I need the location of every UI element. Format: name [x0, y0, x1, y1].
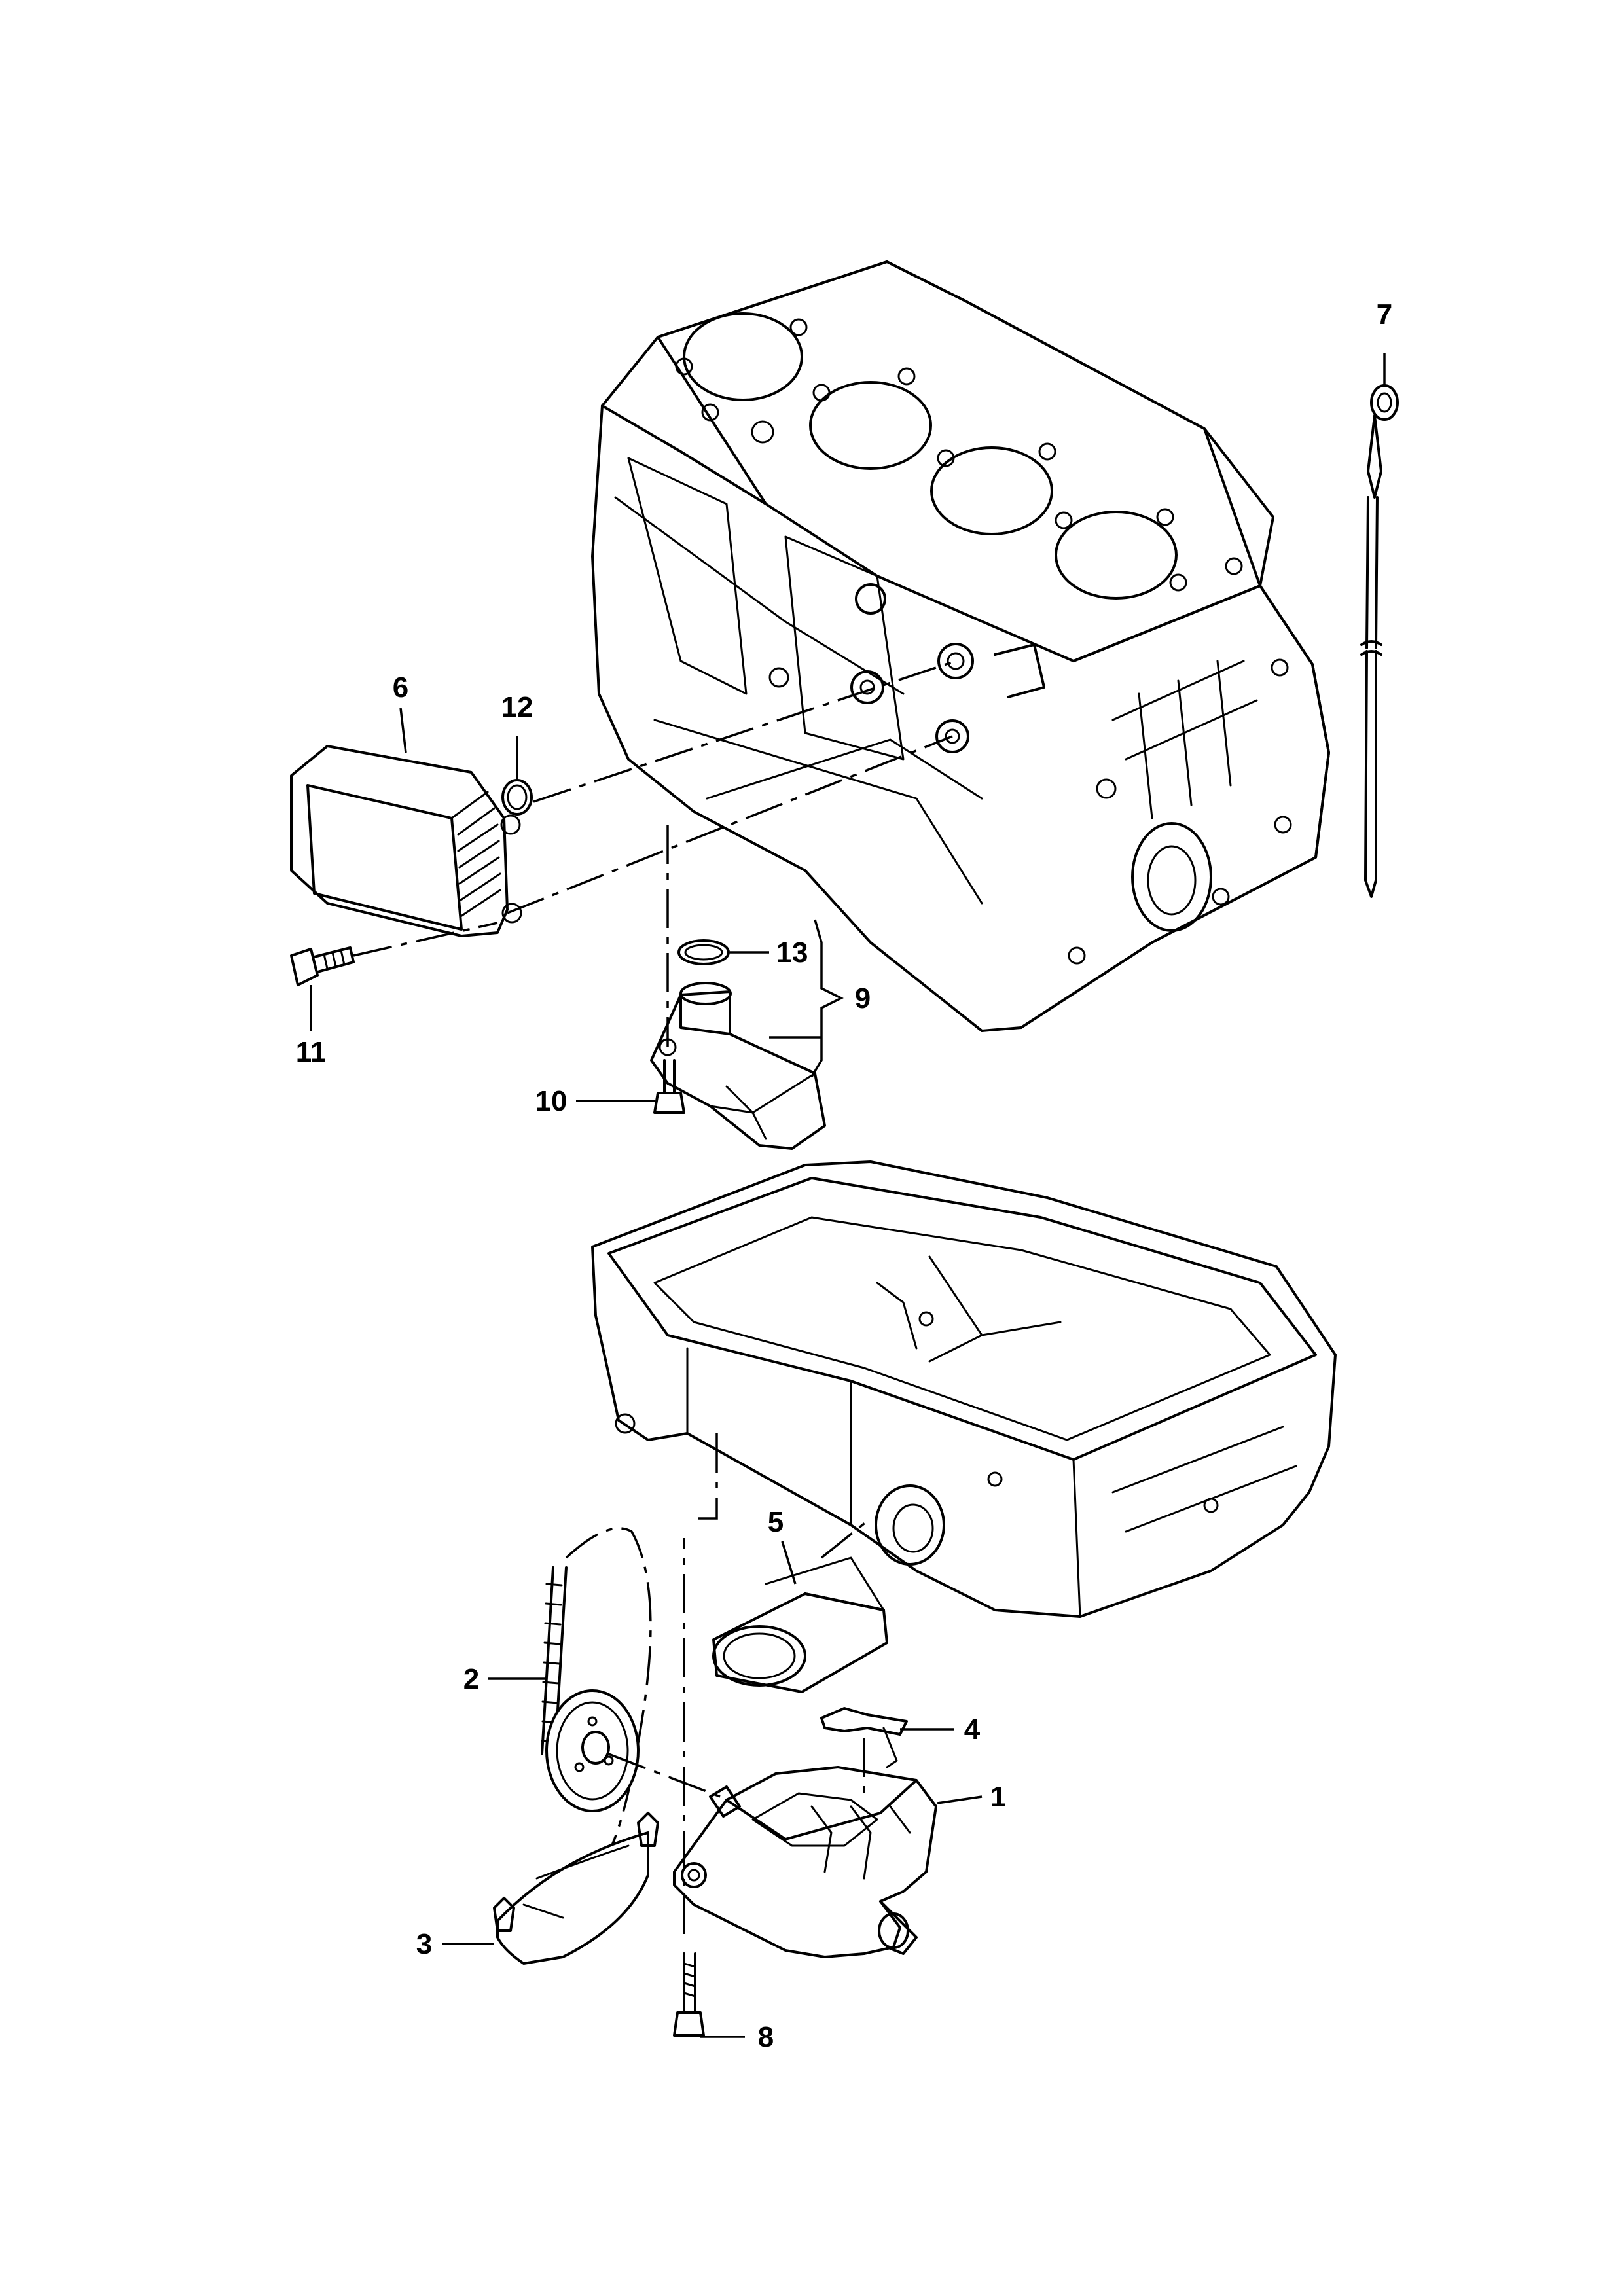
chain-cover-3 [493, 1812, 659, 1965]
callout-5: 5 [768, 1506, 784, 1538]
oil-pump [673, 1766, 937, 1958]
callout-10: 10 [535, 1085, 568, 1117]
sprocket [545, 1689, 640, 1812]
callout-1: 1 [990, 1781, 1006, 1813]
bolt-11 [290, 946, 355, 986]
bolt-10 [653, 1059, 685, 1114]
callout-12: 12 [501, 691, 533, 723]
engine-block [591, 260, 1330, 1032]
oil-pan [591, 1160, 1337, 1618]
callout-11: 11 [296, 1036, 327, 1068]
leader-lines [310, 353, 1386, 2038]
clip-4 [820, 1707, 908, 1768]
dipstick [1360, 384, 1399, 898]
oil-filter [712, 1556, 888, 1693]
callout-6: 6 [393, 672, 408, 704]
callout-9: 9 [855, 982, 871, 1014]
callout-labels: 1 2 3 4 5 6 7 8 9 10 11 12 13 [296, 298, 1393, 2053]
callout-2: 2 [463, 1663, 479, 1695]
callout-8: 8 [758, 2021, 774, 2053]
callout-13: 13 [776, 937, 808, 969]
oil-pickup [650, 982, 826, 1150]
oring-12 [501, 779, 533, 816]
assembly-lines [353, 660, 956, 1934]
bolt-8 [673, 1952, 705, 2037]
oil-cooler [290, 745, 522, 937]
callout-7: 7 [1377, 298, 1392, 331]
callout-3: 3 [416, 1928, 432, 1960]
callout-4: 4 [964, 1713, 981, 1746]
oring-13 [677, 939, 730, 965]
